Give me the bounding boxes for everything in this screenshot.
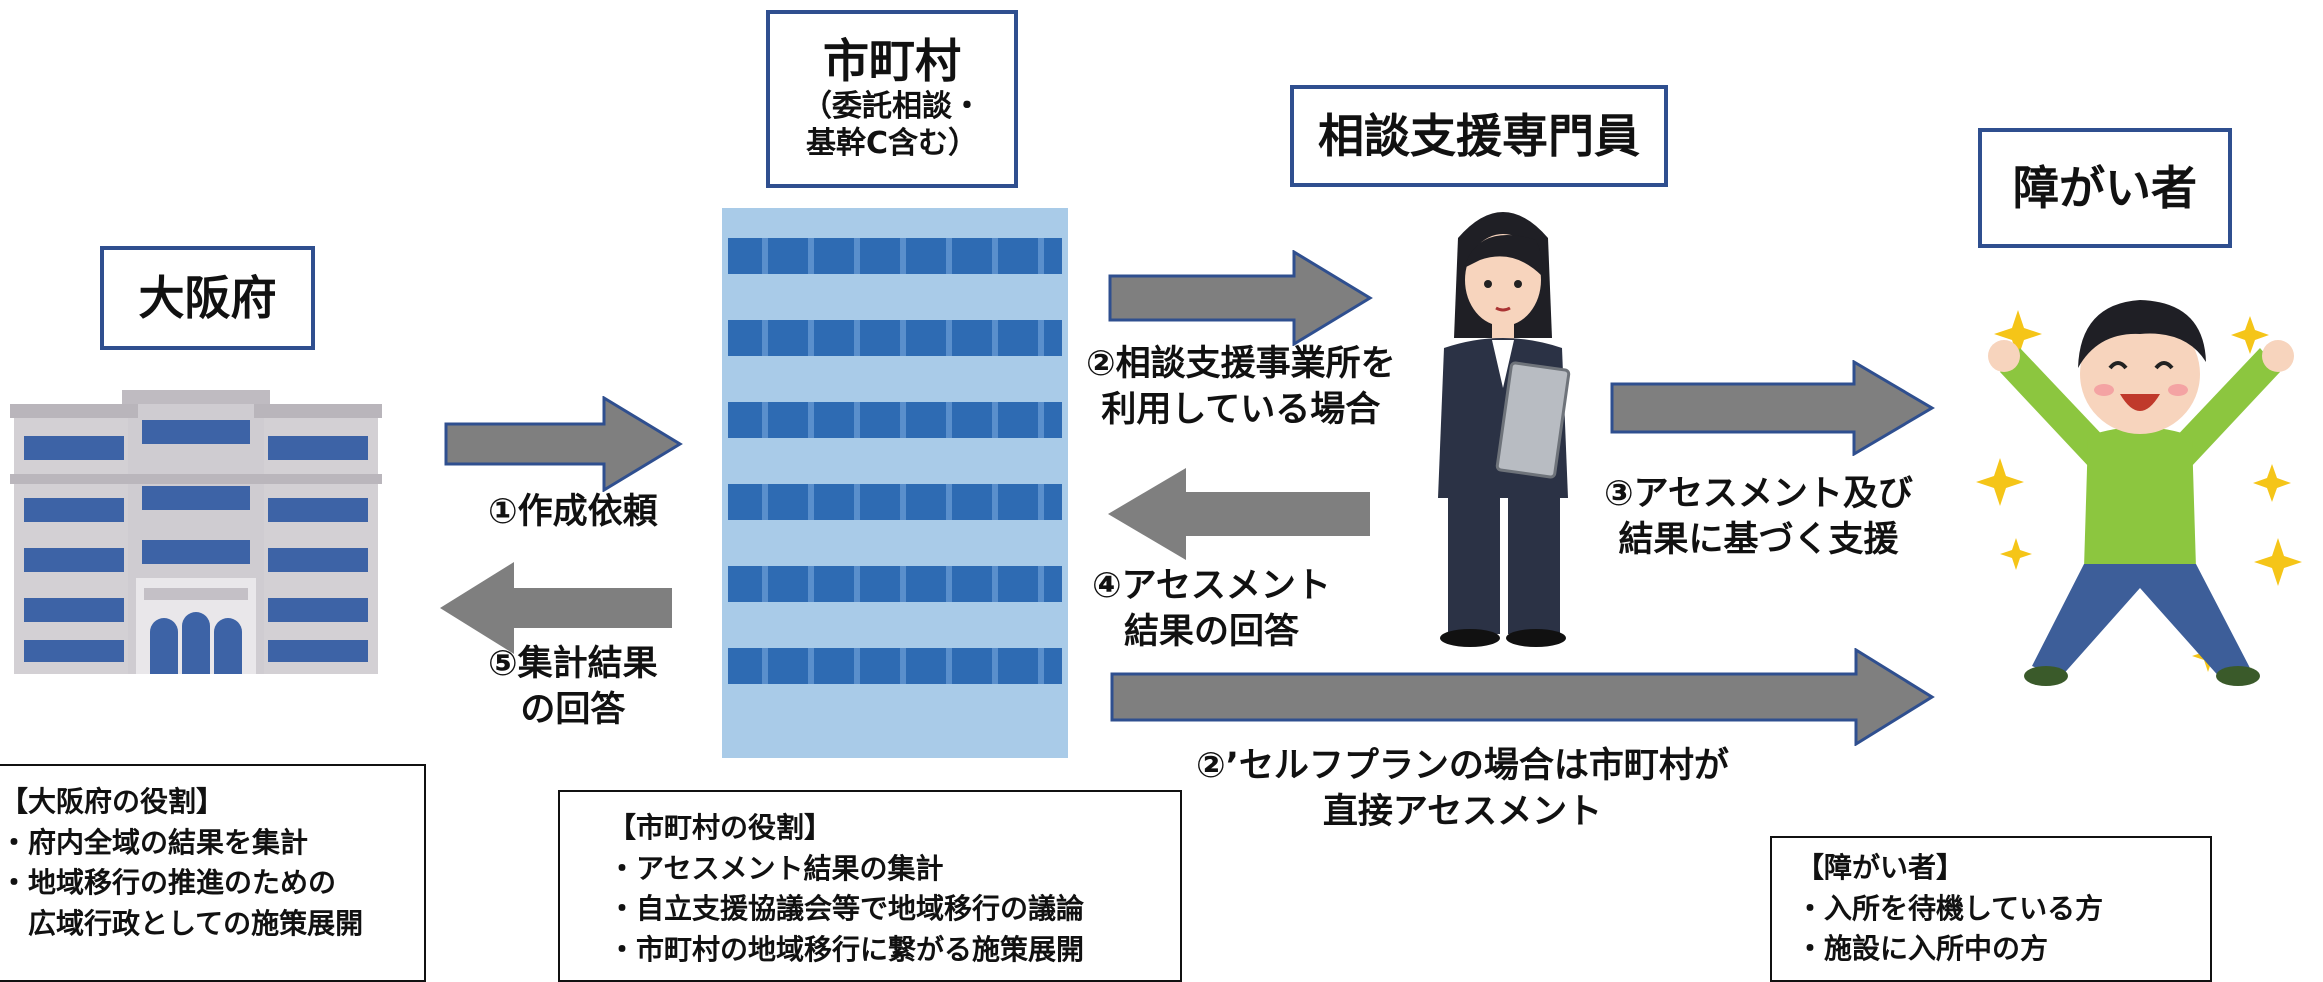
label-step5-line2: の回答 [520, 689, 626, 730]
person-title-box: 障がい者 [1978, 128, 2232, 248]
label-step5-line1: ⑤集計結果 [488, 644, 658, 684]
label-step3-line1: ③アセスメント及び [1604, 474, 1913, 514]
label-step4-line2: 結果の回答 [1123, 611, 1299, 652]
label-step1: ①作成依頼 [488, 492, 658, 532]
arrow-step5 [440, 562, 672, 654]
municipality-role-item: ・自立支援協議会等で地域移行の議論 [608, 892, 1085, 926]
osaka-role-item: 広域行政としての施策展開 [0, 906, 364, 940]
arrow-step4 [1108, 468, 1370, 560]
specialist-title: 相談支援専門員 [1318, 108, 1640, 163]
arrow-step3 [1610, 360, 1935, 456]
label-step5: ⑤集計結果 の回答 [488, 642, 658, 733]
label-step4: ④アセスメント 結果の回答 [1092, 564, 1331, 655]
label-step2b: ②’セルフプランの場合は市町村が 直接アセスメント [1196, 744, 1729, 835]
prefecture-building-icon [10, 390, 382, 674]
arrow-step2b [1110, 648, 1935, 746]
osaka-title-box: 大阪府 [100, 246, 315, 350]
label-step3: ③アセスメント及び 結果に基づく支援 [1604, 472, 1913, 563]
municipality-title-box: 市町村 （委託相談・ 基幹C含む） [766, 10, 1018, 188]
person-title: 障がい者 [2013, 160, 2197, 215]
happy-person-icon [1976, 300, 2302, 686]
osaka-role-box: 【大阪府の役割】 ・府内全域の結果を集計 ・地域移行の推進のための 広域行政とし… [0, 764, 426, 982]
municipality-subtitle-line1: （委託相談・ [802, 88, 982, 124]
label-step2-line2: 利用している場合 [1101, 389, 1381, 430]
arrow-step1 [444, 396, 683, 492]
label-step2b-line1: ②’セルフプランの場合は市町村が [1196, 746, 1729, 786]
specialist-person-icon [1438, 212, 1571, 647]
label-step2b-line2: 直接アセスメント [1322, 791, 1603, 832]
person-role-heading: 【障がい者】 [1796, 851, 1965, 884]
person-role-box: 【障がい者】 ・入所を待機している方 ・施設に入所中の方 [1770, 836, 2212, 982]
osaka-role-heading: 【大阪府の役割】 [0, 785, 225, 818]
osaka-role-item: ・府内全域の結果を集計 [0, 825, 309, 859]
municipality-role-heading: 【市町村の役割】 [608, 811, 833, 844]
osaka-role-item: ・地域移行の推進のための [0, 866, 337, 900]
specialist-title-box: 相談支援専門員 [1290, 85, 1668, 187]
municipality-subtitle-line2: 基幹C含む） [805, 126, 979, 162]
label-step3-line2: 結果に基づく支援 [1618, 519, 1899, 560]
label-step2: ②相談支援事業所を 利用している場合 [1086, 342, 1396, 433]
municipality-role-item: ・市町村の地域移行に繋がる施策展開 [608, 932, 1085, 966]
municipal-building-icon [722, 208, 1068, 758]
person-role-item: ・施設に入所中の方 [1796, 932, 2049, 966]
label-step4-line1: ④アセスメント [1092, 566, 1331, 606]
arrow-step2 [1108, 250, 1373, 346]
person-role-item: ・入所を待機している方 [1796, 891, 2104, 925]
municipality-role-item: ・アセスメント結果の集計 [608, 851, 944, 885]
label-step2-line1: ②相談支援事業所を [1086, 344, 1396, 384]
municipality-title: 市町村 [823, 34, 961, 89]
municipality-role-box: 【市町村の役割】 ・アセスメント結果の集計 ・自立支援協議会等で地域移行の議論 … [558, 790, 1182, 982]
osaka-title: 大阪府 [138, 270, 277, 325]
